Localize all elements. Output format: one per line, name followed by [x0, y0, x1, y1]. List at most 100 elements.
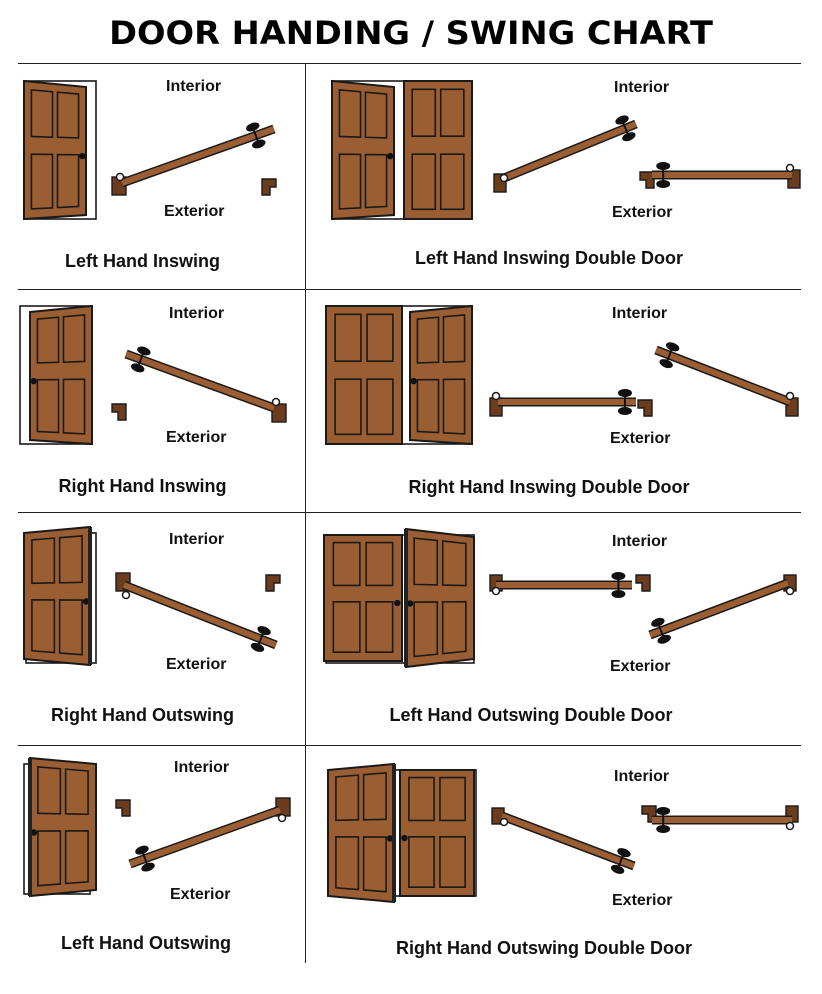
- interior-label: Interior: [614, 768, 670, 785]
- door-slab: [502, 121, 638, 181]
- door-panel: [334, 313, 362, 363]
- hinge-pin: [499, 173, 509, 183]
- door-lever-handle: [615, 115, 636, 142]
- door-lever-handle: [656, 162, 671, 188]
- interior-label: Interior: [169, 531, 225, 548]
- door-panel: [439, 835, 466, 888]
- door-lever-handle: [246, 122, 266, 149]
- right-hand-outswing-illustration: [23, 525, 281, 667]
- grid-rule-center: [305, 63, 306, 963]
- door-panel: [31, 599, 56, 654]
- lever-spindle: [616, 852, 625, 870]
- grid-rule-row1: [18, 289, 801, 290]
- door-knob: [82, 598, 90, 605]
- door-elevation: [23, 79, 97, 221]
- door-knob: [410, 377, 417, 385]
- door-panel: [332, 600, 361, 653]
- hinge-pin: [785, 391, 795, 401]
- door-panel: [442, 378, 466, 435]
- lever-bottom: [610, 864, 625, 874]
- swing-plan: [111, 122, 277, 196]
- interior-label: Interior: [614, 79, 670, 96]
- lever-spindle: [136, 350, 145, 369]
- lever-top: [137, 346, 151, 356]
- cell-right-hand-outswing-double: Interior Exterior Right Hand Outswing Do…: [306, 746, 802, 964]
- door-panel: [442, 314, 466, 363]
- swing-plan: [115, 797, 291, 872]
- door-panel: [416, 316, 440, 364]
- door-panel: [411, 153, 437, 211]
- door-panel: [365, 541, 394, 587]
- door-knob: [401, 834, 408, 842]
- cell-right-hand-inswing: Interior Exterior Right Hand Inswing: [0, 290, 305, 512]
- grid-rule-row2: [18, 512, 801, 513]
- door-panel: [439, 153, 465, 211]
- door-panel: [364, 153, 388, 209]
- door-knob: [30, 829, 38, 836]
- door-panel: [366, 313, 394, 363]
- door-edge: [88, 527, 92, 665]
- lever-top: [615, 115, 629, 125]
- door-panel: [36, 316, 60, 364]
- cell-caption: Left Hand Outswing Double Door: [389, 705, 673, 725]
- hinge-pin: [491, 391, 501, 401]
- cell-left-hand-inswing: Interior Exterior Left Hand Inswing: [0, 63, 305, 289]
- hinge-pin: [271, 397, 281, 407]
- strike-jamb: [265, 574, 281, 592]
- exterior-label: Exterior: [166, 429, 227, 446]
- swing-plan: [489, 342, 799, 417]
- door-panel: [56, 153, 80, 209]
- cell-caption: Right Hand Outswing: [51, 705, 234, 725]
- door-panel: [364, 91, 388, 139]
- swing-plan: [489, 572, 797, 644]
- strike-jamb: [261, 178, 277, 196]
- door-panel: [338, 153, 362, 210]
- cell-right-hand-inswing-double: Interior Exterior Right Hand Inswing Dou…: [306, 290, 802, 512]
- door-knob: [406, 600, 414, 607]
- door-knob: [30, 377, 37, 385]
- door-panel: [64, 830, 89, 885]
- lever-spindle: [251, 126, 260, 145]
- door-slab: [120, 126, 276, 186]
- door-slab: [654, 347, 792, 405]
- double-door-elevation: [323, 527, 475, 669]
- door-panel: [411, 88, 437, 138]
- door-panel: [37, 830, 62, 887]
- door-elevation: [23, 525, 97, 667]
- door-panel: [441, 600, 467, 655]
- left-hand-outswing-illustration: [23, 756, 291, 898]
- door-panel: [31, 537, 56, 585]
- right-hand-inswing-illustration: [19, 304, 287, 446]
- right-hand-outswing-double-illustration: [327, 762, 799, 904]
- interior-label: Interior: [612, 305, 668, 322]
- door-edge: [392, 764, 396, 902]
- interior-label: Interior: [612, 533, 668, 550]
- hinge-pin: [499, 817, 509, 827]
- door-edge: [404, 529, 408, 667]
- exterior-label: Exterior: [166, 656, 227, 673]
- cell-left-hand-outswing: Interior Exterior Left Hand Outswing: [0, 746, 305, 964]
- exterior-label: Exterior: [170, 886, 231, 903]
- door-panel: [408, 776, 435, 822]
- cell-caption: Right Hand Inswing Double Door: [408, 477, 690, 497]
- door-panel: [335, 836, 360, 891]
- door-lever-handle: [651, 617, 671, 644]
- cell-caption: Left Hand Outswing: [61, 933, 231, 953]
- door-panel: [441, 540, 467, 587]
- door-panel: [334, 378, 362, 436]
- door-lever-handle: [610, 848, 631, 874]
- door-panel: [64, 768, 89, 816]
- lever-spindle: [665, 346, 674, 364]
- exterior-label: Exterior: [612, 204, 673, 221]
- hinge-pin: [121, 590, 131, 600]
- door-panel: [338, 89, 362, 138]
- door-slab: [500, 813, 636, 869]
- door-slab: [122, 582, 278, 648]
- door-slab: [128, 807, 282, 867]
- interior-label: Interior: [174, 759, 230, 776]
- door-panel: [30, 89, 54, 138]
- lever-top: [665, 342, 680, 352]
- hinge-pin: [277, 813, 287, 823]
- cell-right-hand-outswing: Interior Exterior Right Hand Outswing: [0, 513, 305, 745]
- door-knob: [387, 152, 394, 160]
